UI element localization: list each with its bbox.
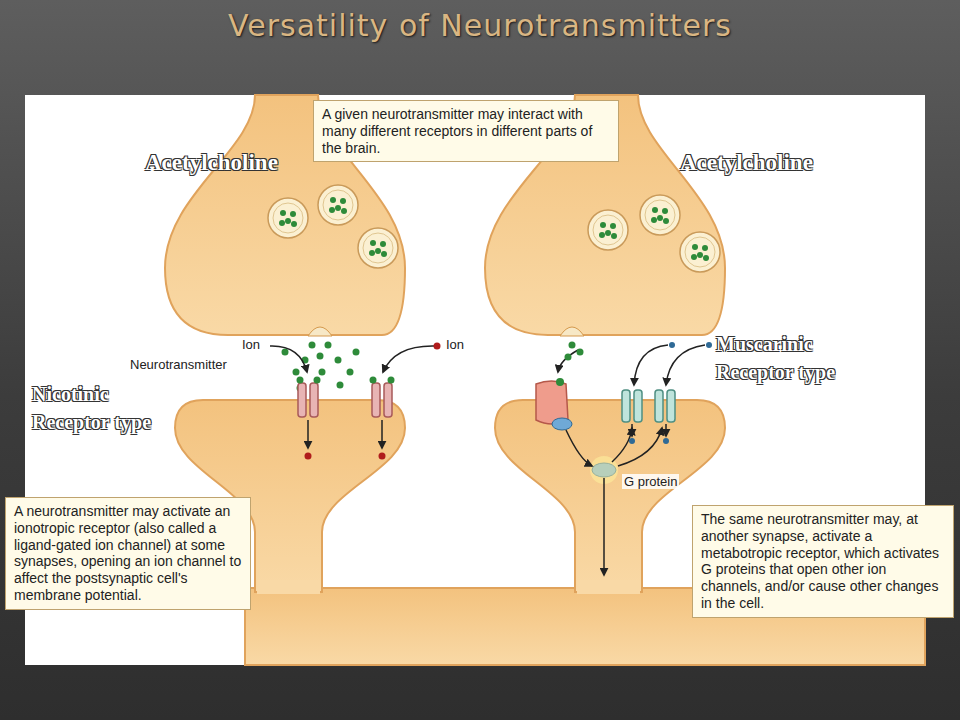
callout-text: A neurotransmitter may activate an ionot…	[14, 503, 242, 604]
callout-box: The same neurotransmitter may, at anothe…	[692, 505, 954, 618]
callout-text: The same neurotransmitter may, at anothe…	[701, 511, 945, 612]
transmitter-name: Acetylcholine	[680, 150, 813, 176]
callout-box: A neurotransmitter may activate an ionot…	[5, 497, 251, 610]
receptor-type-label: Muscarinic Receptor type	[716, 330, 866, 386]
slide-title: Versatility of Neurotransmitters	[0, 8, 960, 43]
receptor-type-label: Nicotinic Receptor type	[32, 380, 170, 436]
callout-text: A given neurotransmitter may interact wi…	[322, 106, 610, 156]
ion-label: Ion	[444, 337, 466, 352]
transmitter-name: Acetylcholine	[145, 150, 278, 176]
neurotransmitter-label: Neurotransmitter	[128, 357, 229, 372]
callout-box: A given neurotransmitter may interact wi…	[313, 100, 619, 162]
g-protein-label: G protein	[622, 474, 679, 489]
ion-label: Ion	[240, 337, 262, 352]
